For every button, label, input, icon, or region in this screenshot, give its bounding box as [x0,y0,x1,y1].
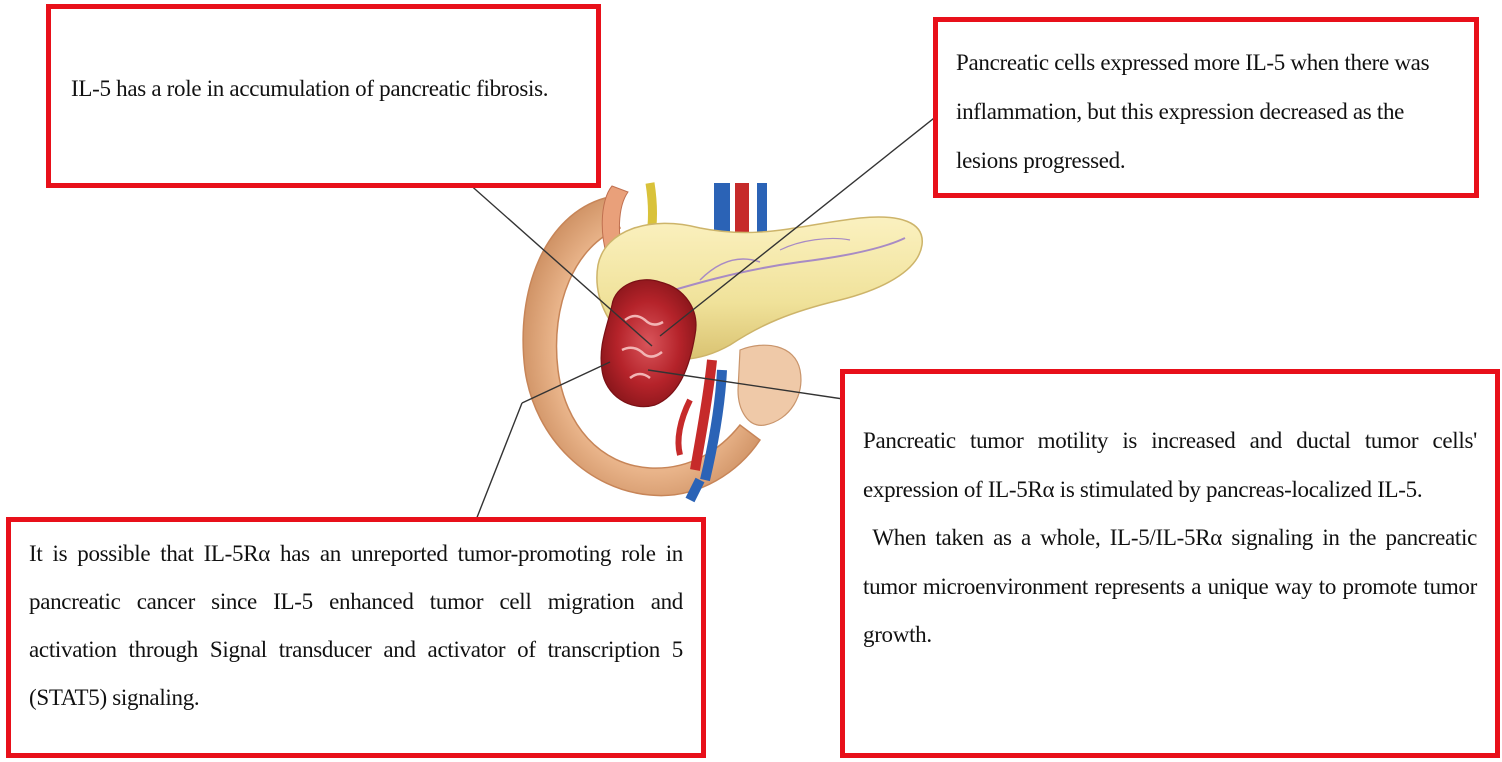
annotation-box-motility: Pancreatic tumor motility is increased a… [840,369,1500,758]
annotation-text-fibrosis: IL-5 has a role in accumulation of pancr… [71,67,580,111]
annotation-text-motility: Pancreatic tumor motility is increased a… [863,417,1477,514]
annotation-box-stat5: It is possible that IL-5Rα has an unrepo… [6,517,706,758]
annotation-text-inflammation: Pancreatic cells expressed more IL-5 whe… [956,38,1458,185]
annotation-box-fibrosis: IL-5 has a role in accumulation of pancr… [46,4,601,188]
annotation-box-inflammation: Pancreatic cells expressed more IL-5 whe… [933,17,1479,198]
annotation-text-summary: When taken as a whole, IL-5/IL-5Rα signa… [863,514,1477,660]
annotation-text-stat5: It is possible that IL-5Rα has an unrepo… [29,530,683,722]
